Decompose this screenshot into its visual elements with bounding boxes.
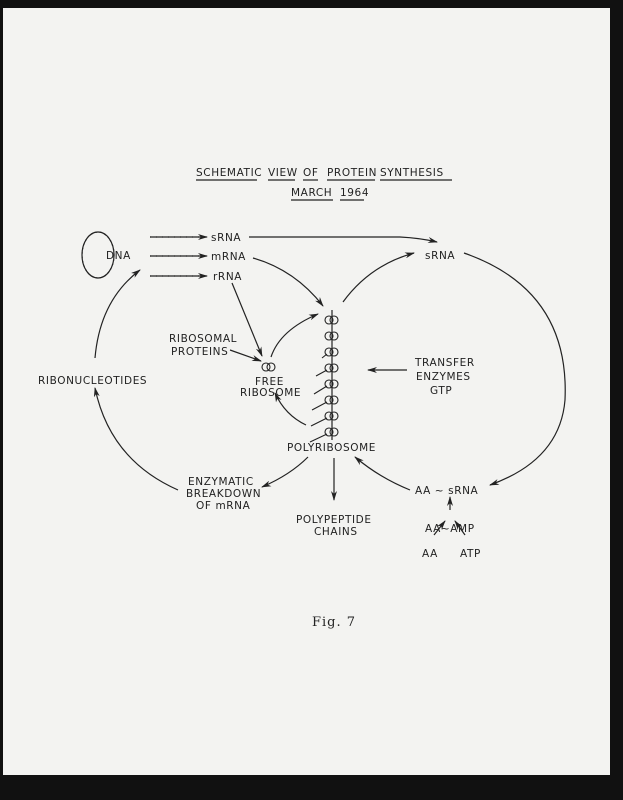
- dna-node: DNA: [81, 231, 131, 279]
- title-word: PROTEIN: [327, 167, 377, 179]
- diagram-title: SCHEMATIC VIEW OF PROTEIN SYNTHESIS MARC…: [196, 167, 452, 201]
- free-ribosome-label: FREE: [255, 376, 284, 388]
- srna-label: sRNA: [211, 232, 241, 244]
- ribosomal-proteins-label: PROTEINS: [171, 346, 228, 358]
- aa-amp-label: AA~AMP: [425, 523, 475, 535]
- rrna-label: rRNA: [213, 271, 242, 283]
- subtitle-word: 1964: [340, 187, 369, 199]
- atp-label: ATP: [460, 548, 481, 560]
- title-word: VIEW: [268, 167, 298, 179]
- transfer-label: GTP: [430, 385, 452, 397]
- aa-label: AA: [422, 548, 438, 560]
- enzymatic-label: ENZYMATIC: [188, 476, 254, 488]
- enzymatic-label: BREAKDOWN: [186, 488, 261, 500]
- ribosomal-proteins-label: RIBOSOMAL: [169, 333, 237, 345]
- figure-caption: Fig. 7: [312, 615, 356, 630]
- free-ribosome-icon: [261, 362, 276, 372]
- free-ribosome-label: RIBOSOME: [240, 387, 301, 399]
- transcription-arrows: [150, 234, 208, 279]
- subtitle-word: MARCH: [291, 187, 332, 199]
- enzymatic-label: OF mRNA: [196, 500, 251, 512]
- aa-srna-label: AA ~ sRNA: [415, 485, 479, 497]
- pathway-arrows: [93, 236, 566, 536]
- title-word: OF: [303, 167, 319, 179]
- polypeptide-label: POLYPEPTIDE: [296, 514, 372, 526]
- transfer-label: ENZYMES: [416, 371, 471, 383]
- polyribosome-strand: [261, 310, 339, 443]
- ribonucleotides-label: RIBONUCLEOTIDES: [38, 375, 147, 387]
- mrna-label: mRNA: [211, 251, 246, 263]
- srna-right-label: sRNA: [425, 250, 455, 262]
- polyribosome-label: POLYRIBOSOME: [287, 442, 376, 454]
- paper-sheet: [3, 8, 610, 775]
- title-word: SCHEMATIC: [196, 167, 262, 179]
- title-word: SYNTHESIS: [380, 167, 444, 179]
- polypeptide-label: CHAINS: [314, 526, 358, 538]
- dna-label: DNA: [106, 250, 131, 262]
- transfer-label: TRANSFER: [414, 357, 475, 369]
